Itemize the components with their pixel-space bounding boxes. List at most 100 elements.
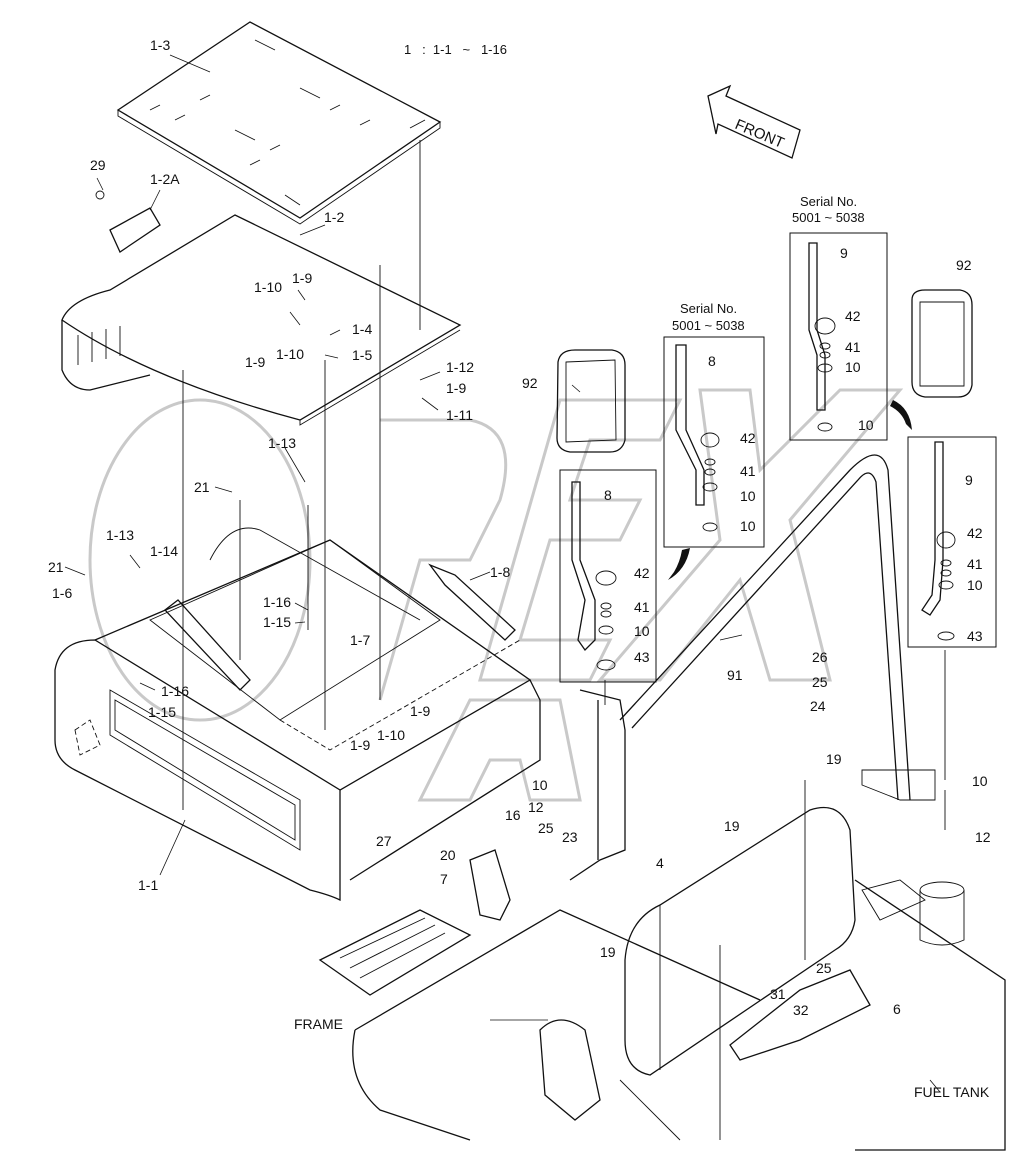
mirror-left: [556, 349, 626, 453]
serial-title-right: Serial No.: [800, 194, 857, 209]
callout-labels: 1-3 29 1-2A 1-2 1-10 1-9 1-9 1-10 1-4 1-…: [48, 37, 991, 1018]
callout-label: 10: [858, 417, 874, 433]
callout-label: 8: [604, 487, 612, 503]
callout-label: 41: [740, 463, 756, 479]
callout-label: 4: [656, 855, 664, 871]
step-plate: [318, 909, 472, 996]
callout-label: 20: [440, 847, 456, 863]
callout-label: 92: [522, 375, 538, 391]
fuel-tank-label: FUEL TANK: [914, 1084, 990, 1100]
handrail: [569, 454, 936, 881]
callout-label: 1-14: [150, 543, 178, 559]
mirror-stay-left: [571, 481, 617, 671]
parts-range-heading: 1 : 1-1 ~ 1-16: [404, 42, 507, 57]
leader-lines: [64, 54, 941, 1093]
callout-label: 1-2A: [150, 171, 180, 187]
callout-label: 92: [956, 257, 972, 273]
callout-label: 1-9: [446, 380, 466, 396]
gas-spring: [164, 563, 516, 691]
callout-label: 41: [845, 339, 861, 355]
callout-label: 1-15: [263, 614, 291, 630]
bracket-6: [729, 969, 871, 1061]
callout-label: 91: [727, 667, 743, 683]
callout-label: 10: [845, 359, 861, 375]
callout-label: 6: [893, 1001, 901, 1017]
fuel-tank: [854, 879, 1006, 1151]
swap-arrow-right: [890, 400, 912, 430]
callout-label: 10: [740, 518, 756, 534]
hood-cover: [61, 214, 462, 426]
callout-label: 10: [967, 577, 983, 593]
mirror-stay-serial-left: [675, 344, 720, 532]
callout-label: 1-9: [350, 737, 370, 753]
callout-label: 25: [812, 674, 828, 690]
callout-label: 1-12: [446, 359, 474, 375]
front-arrow: FRONT: [707, 84, 801, 159]
callout-label: 42: [634, 565, 650, 581]
callout-label: 42: [845, 308, 861, 324]
callout-label: 19: [826, 751, 842, 767]
serial-range-right: 5001 ~ 5038: [792, 210, 865, 225]
callout-label: 16: [505, 807, 521, 823]
callout-label: 21: [48, 559, 64, 575]
callout-label: 8: [708, 353, 716, 369]
callout-label: 25: [816, 960, 832, 976]
callout-label: 19: [600, 944, 616, 960]
callout-label: 10: [532, 777, 548, 793]
front-arrow-label: FRONT: [732, 116, 786, 152]
serial-title-left: Serial No.: [680, 301, 737, 316]
watermark-logo: [88, 388, 904, 802]
callout-label: 1-16: [263, 594, 291, 610]
hood-latch-assembly: [95, 190, 161, 253]
callout-label: 1-16: [161, 683, 189, 699]
callout-label: 1-6: [52, 585, 72, 601]
callout-label: 1-2: [324, 209, 344, 225]
machine-frame: [352, 909, 761, 1141]
callout-label: 1-8: [490, 564, 510, 580]
callout-label: 1-10: [276, 346, 304, 362]
callout-label: 29: [90, 157, 106, 173]
mounting-lines: [182, 140, 946, 1140]
callout-label: 31: [770, 986, 786, 1002]
callout-label: 1-10: [377, 727, 405, 743]
callout-label: 27: [376, 833, 392, 849]
callout-label: 1-13: [268, 435, 296, 451]
callout-label: 43: [967, 628, 983, 644]
callout-label: 21: [194, 479, 210, 495]
serial-box-right: [789, 232, 888, 441]
callout-label: 23: [562, 829, 578, 845]
callout-label: 10: [634, 623, 650, 639]
callout-label: 1-9: [410, 703, 430, 719]
serial-box-left: [663, 336, 765, 548]
callout-label: 25: [538, 820, 554, 836]
callout-label: 24: [810, 698, 826, 714]
mirror-right: [911, 289, 973, 398]
callout-label: 1-11: [446, 407, 473, 423]
callout-label: 41: [634, 599, 650, 615]
swap-arrow-left: [668, 548, 690, 580]
callout-label: 1-5: [352, 347, 372, 363]
bracket-7: [469, 849, 511, 921]
callout-label: 42: [967, 525, 983, 541]
callout-label: 1-7: [350, 632, 370, 648]
side-cover: [624, 806, 856, 1076]
callout-label: 10: [972, 773, 988, 789]
callout-label: 41: [967, 556, 983, 572]
callout-label: 26: [812, 649, 828, 665]
mirror-stay-serial-right: [808, 242, 836, 432]
main-cover-body: [54, 527, 541, 902]
detail-box-left: [559, 469, 657, 683]
callout-label: 9: [965, 472, 973, 488]
callout-label: 43: [634, 649, 650, 665]
callout-label: 12: [528, 799, 544, 815]
callout-label: 1-15: [148, 704, 176, 720]
frame-label: FRAME: [294, 1016, 343, 1032]
callout-label: 42: [740, 430, 756, 446]
detail-box-right: [907, 436, 997, 648]
callout-label: 7: [440, 871, 448, 887]
callout-label: 1-1: [138, 877, 158, 893]
mirror-stay-right: [921, 441, 956, 641]
callout-label: 10: [740, 488, 756, 504]
callout-label: 32: [793, 1002, 809, 1018]
